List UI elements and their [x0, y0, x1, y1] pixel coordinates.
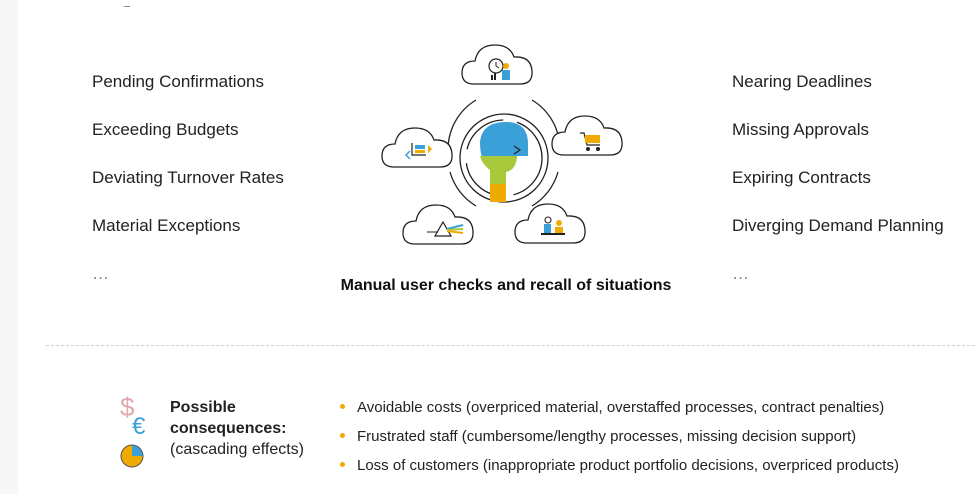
consequences-title-line1: Possible: [170, 399, 236, 416]
top-tick-mark: [124, 6, 130, 7]
left-item: Exceeding Budgets: [92, 120, 239, 139]
right-item: Diverging Demand Planning: [732, 216, 944, 235]
consequences-heading: Possible consequences: (cascading effect…: [170, 397, 304, 460]
left-item: Material Exceptions: [92, 216, 241, 235]
list-item: Avoidable costs (overpriced material, ov…: [340, 393, 899, 422]
left-item: Pending Confirmations: [92, 72, 264, 91]
left-item-more: …: [92, 264, 109, 283]
left-margin-bar: [0, 0, 18, 494]
right-item: Missing Approvals: [732, 120, 870, 139]
bullet-dot: [340, 432, 345, 438]
left-situation-list: Pending Confirmations Exceeding Budgets …: [92, 58, 284, 298]
bullet-text: Frustrated staff (cumbersome/lengthy pro…: [357, 428, 857, 445]
diagram-caption: Manual user checks and recall of situati…: [340, 277, 672, 294]
head-profile-icon: [480, 122, 528, 202]
consequences-title-line2: consequences:: [170, 420, 287, 437]
svg-text:€: €: [132, 413, 146, 440]
bullet-text: Avoidable costs (overpriced material, ov…: [357, 399, 885, 416]
consequences-icon: $ €: [120, 392, 146, 468]
right-item-more: …: [732, 264, 749, 283]
bullet-dot: [340, 461, 345, 467]
svg-text:$: $: [120, 392, 135, 422]
right-item: Nearing Deadlines: [732, 72, 872, 91]
left-item: Deviating Turnover Rates: [92, 168, 284, 187]
cloud-exchange-icon: [381, 127, 453, 168]
bullet-text: Loss of customers (inappropriate product…: [357, 457, 899, 474]
cloud-prism-icon: [402, 204, 474, 245]
clock-icon: [120, 444, 144, 468]
bullet-dot: [340, 403, 345, 409]
cloud-cart-icon: [551, 115, 623, 156]
consequences-list: Avoidable costs (overpriced material, ov…: [340, 393, 899, 480]
cloud-people-icon: [514, 203, 586, 244]
section-divider: [46, 345, 975, 346]
consequences-subtitle: (cascading effects): [170, 441, 304, 458]
list-item: Frustrated staff (cumbersome/lengthy pro…: [340, 422, 899, 451]
right-item: Expiring Contracts: [732, 168, 871, 187]
list-item: Loss of customers (inappropriate product…: [340, 451, 899, 480]
cloud-analytics-icon: [461, 44, 533, 85]
money-icon: $ €: [120, 392, 146, 440]
right-situation-list: Nearing Deadlines Missing Approvals Expi…: [732, 58, 944, 298]
central-diagram: [381, 44, 623, 245]
